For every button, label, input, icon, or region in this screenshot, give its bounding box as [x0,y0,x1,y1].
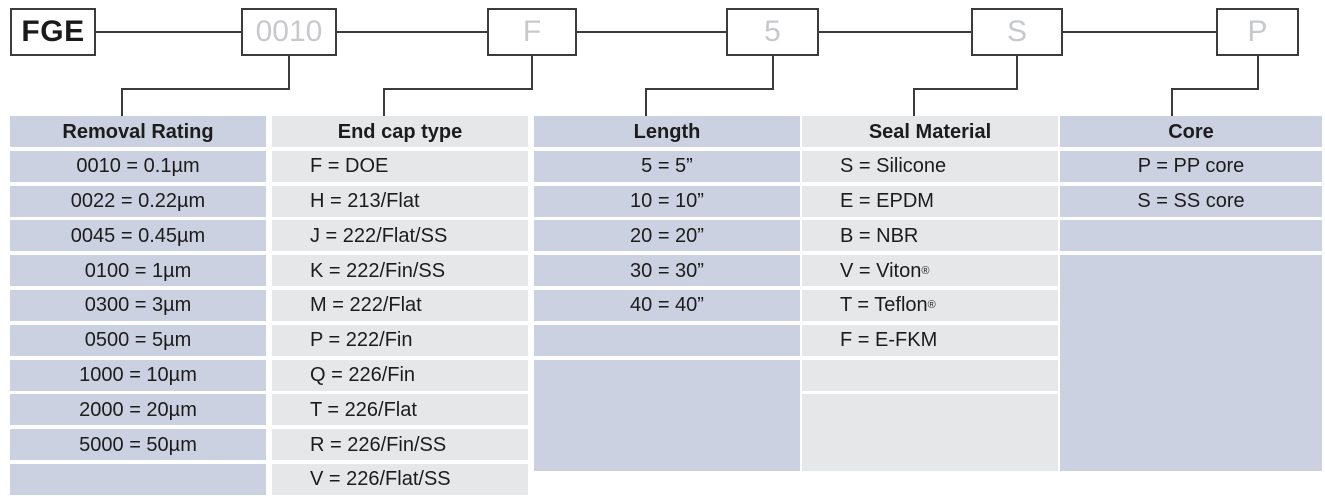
option-row[interactable]: V = Viton® [802,255,1058,287]
option-row[interactable]: 10 = 10” [534,185,800,217]
column-header: Removal Rating [10,116,266,147]
part-number-segment-label-2: F [522,15,542,48]
part-number-prefix-box[interactable]: FGE [10,8,96,56]
option-row[interactable]: 20 = 20” [534,220,800,252]
option-row[interactable]: S = SS core [1060,185,1322,217]
option-row[interactable]: 0100 = 1µm [10,255,266,287]
part-number-segment-label-5: P [1247,15,1268,48]
connector-line-horizontal-1 [337,31,487,33]
connector-line-horizontal-0 [96,31,241,33]
option-row[interactable]: E = EPDM [802,185,1058,217]
connector-drop-from-box-5 [1256,56,1259,90]
part-number-segment-label-1: 0010 [255,15,323,48]
option-row-empty [802,359,1058,391]
connector-elbow-2 [383,88,533,90]
option-row[interactable]: B = NBR [802,220,1058,252]
part-number-segment-box-3[interactable]: 5 [726,8,819,56]
connector-drop-to-column-5 [1171,88,1173,116]
option-row[interactable]: K = 222/Fin/SS [272,255,528,287]
connector-line-horizontal-3 [819,31,971,33]
connector-line-horizontal-2 [577,31,726,33]
part-number-segment-label-3: 5 [764,15,781,48]
part-number-prefix-label: FGE [21,15,85,48]
column-filler-block [1060,255,1322,471]
connector-drop-from-box-2 [531,56,533,90]
option-row-empty [1060,220,1322,252]
option-row[interactable]: P = 222/Fin [272,324,528,356]
option-row[interactable]: 0045 = 0.45µm [10,220,266,252]
part-number-segment-box-4[interactable]: S [971,8,1063,56]
option-row[interactable]: 5 = 5” [534,150,800,182]
option-row[interactable]: 2000 = 20µm [10,394,266,426]
option-row[interactable]: 5000 = 50µm [10,429,266,461]
option-row[interactable]: T = Teflon® [802,289,1058,321]
option-row[interactable]: 1000 = 10µm [10,359,266,391]
option-row[interactable]: V = 226/Flat/SS [272,463,528,495]
option-row[interactable]: S = Silicone [802,150,1058,182]
connector-drop-to-column-3 [645,88,647,116]
part-number-code-bar: FGE 0010 F 5 S P [0,0,1325,116]
column-filler-block [534,359,800,471]
option-row[interactable]: F = E-FKM [802,324,1058,356]
option-row[interactable]: T = 226/Flat [272,394,528,426]
connector-drop-to-column-1 [121,88,123,116]
part-number-segment-label-4: S [1006,15,1027,48]
connector-drop-from-box-3 [771,56,774,90]
part-number-segment-box-2[interactable]: F [487,8,577,56]
option-row-empty [534,324,800,356]
connector-drop-to-column-2 [383,88,385,116]
connector-elbow-5 [1171,88,1259,90]
option-row[interactable]: 40 = 40” [534,289,800,321]
option-row[interactable]: M = 222/Flat [272,289,528,321]
option-row[interactable]: H = 213/Flat [272,185,528,217]
connector-line-horizontal-4 [1063,31,1216,33]
option-row[interactable]: 30 = 30” [534,255,800,287]
connector-elbow-4 [913,88,1018,90]
connector-elbow-1 [121,88,290,90]
option-row[interactable]: 0022 = 0.22µm [10,185,266,217]
column-header: Seal Material [802,116,1058,147]
option-row[interactable]: R = 226/Fin/SS [272,429,528,461]
option-row[interactable]: 0500 = 5µm [10,324,266,356]
connector-drop-to-column-4 [913,88,915,116]
column-header: End cap type [272,116,528,147]
option-row[interactable]: J = 222/Flat/SS [272,220,528,252]
option-row[interactable]: 0300 = 3µm [10,289,266,321]
column-header: Core [1060,116,1322,147]
connector-elbow-3 [645,88,774,90]
option-row[interactable]: F = DOE [272,150,528,182]
option-row[interactable]: P = PP core [1060,150,1322,182]
column-header: Length [534,116,800,147]
option-row-empty [10,463,266,495]
connector-drop-from-box-4 [1016,56,1018,90]
option-row[interactable]: Q = 226/Fin [272,359,528,391]
connector-drop-from-box-1 [288,56,290,90]
column-filler-block [802,394,1058,471]
part-number-segment-box-5[interactable]: P [1216,8,1299,56]
option-row[interactable]: 0010 = 0.1µm [10,150,266,182]
part-number-segment-box-1[interactable]: 0010 [241,8,337,56]
